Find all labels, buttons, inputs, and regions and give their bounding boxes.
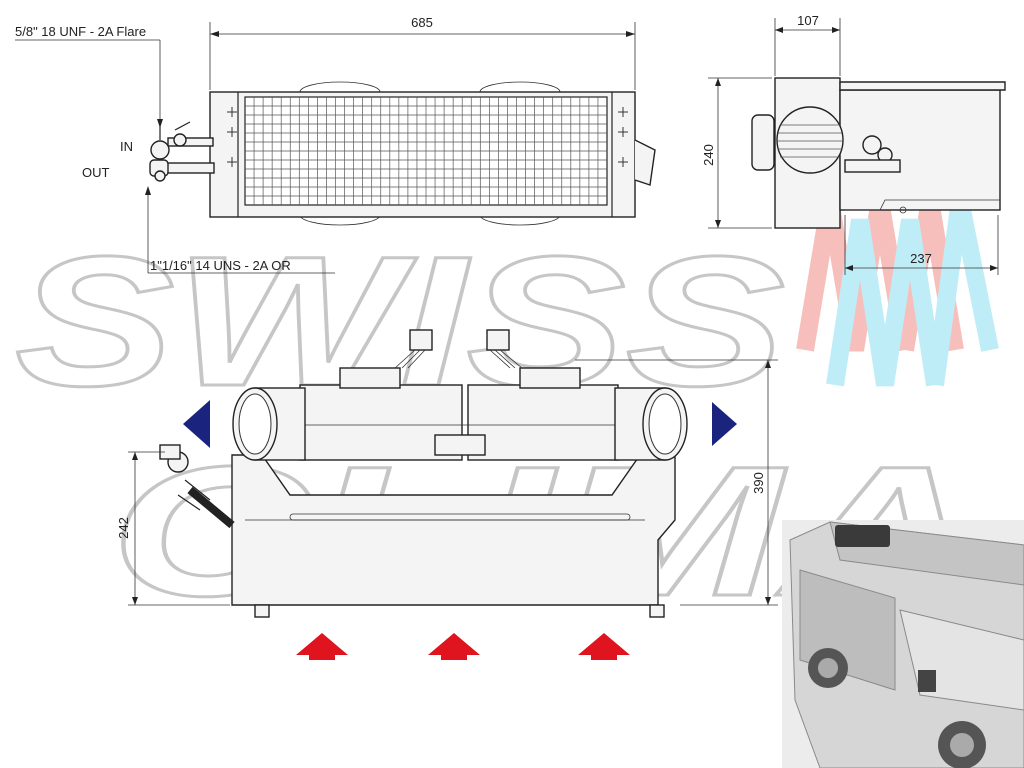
dimension-242: 242 <box>116 451 230 606</box>
svg-text:107: 107 <box>797 13 819 28</box>
svg-text:240: 240 <box>701 144 716 166</box>
motor-right-icon <box>486 329 581 389</box>
front-view <box>159 329 688 618</box>
expansion-valve-icon <box>149 121 191 182</box>
left-outlet-icon <box>232 387 306 461</box>
svg-text:242: 242 <box>116 517 131 539</box>
airflow-in-arrow-icon <box>296 633 348 660</box>
svg-text:1"1/16" 14 UNS - 2A OR: 1"1/16" 14 UNS - 2A OR <box>150 258 291 273</box>
van-illustration <box>782 520 1024 768</box>
top-view <box>149 81 656 226</box>
airflow-in-arrow-icon <box>428 633 480 660</box>
dimension-685: 685 <box>209 15 636 90</box>
connector-bottom-callout: 1"1/16" 14 UNS - 2A OR <box>145 186 335 274</box>
right-outlet-icon <box>614 387 688 461</box>
blower-wheel-icon <box>776 106 844 174</box>
motor-left-icon <box>339 329 433 389</box>
svg-text:5/8" 18 UNF - 2A Flare: 5/8" 18 UNF - 2A Flare <box>15 24 146 39</box>
dimension-237: 237 <box>844 215 999 275</box>
airflow-in-arrow-icon <box>578 633 630 660</box>
out-label: OUT <box>82 165 110 180</box>
airflow-arrows <box>183 400 737 660</box>
dimension-240: 240 <box>701 77 772 229</box>
front-valve-icon <box>159 444 235 529</box>
svg-text:685: 685 <box>411 15 433 30</box>
in-label: IN <box>120 139 133 154</box>
airflow-left-arrow-icon <box>183 400 210 448</box>
svg-text:237: 237 <box>910 251 932 266</box>
airflow-right-arrow-icon <box>712 402 737 446</box>
connector-top-callout: 5/8" 18 UNF - 2A Flare <box>15 24 163 128</box>
dimension-390: 390 <box>575 359 778 606</box>
svg-text:390: 390 <box>751 472 766 494</box>
dimension-107: 107 <box>774 13 841 76</box>
side-view <box>751 77 1006 229</box>
